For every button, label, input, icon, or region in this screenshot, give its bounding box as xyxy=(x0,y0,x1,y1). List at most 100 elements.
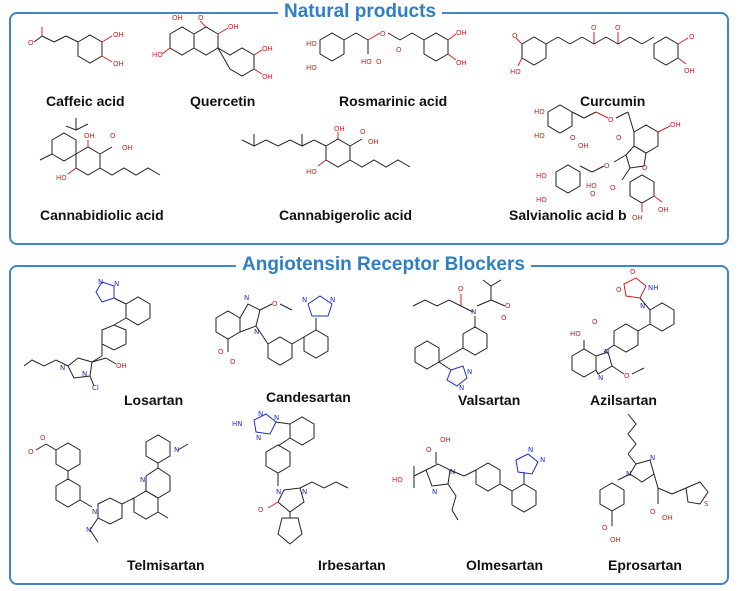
svg-text:N: N xyxy=(114,280,119,288)
svg-text:O: O xyxy=(592,318,598,326)
svg-text:O: O xyxy=(376,58,382,66)
svg-text:N: N xyxy=(432,488,437,496)
svg-text:O: O xyxy=(610,184,616,192)
svg-text:OH: OH xyxy=(456,29,467,37)
cannabigerolic-acid-structure: OH O OH HO xyxy=(241,125,411,176)
svg-text:O: O xyxy=(512,32,518,40)
svg-text:N: N xyxy=(274,414,279,422)
svg-text:O: O xyxy=(689,33,695,41)
svg-text:N: N xyxy=(528,446,533,454)
svg-text:O: O xyxy=(616,134,622,142)
svg-text:HO: HO xyxy=(536,196,547,204)
svg-text:O: O xyxy=(28,39,34,47)
svg-text:OH: OH xyxy=(662,514,673,522)
svg-text:O: O xyxy=(604,162,610,170)
quercetin-structure: OH O OH HO OH OH xyxy=(152,14,273,81)
svg-text:O: O xyxy=(396,46,402,54)
svg-text:O: O xyxy=(218,348,224,356)
quercetin-label: Quercetin xyxy=(190,93,256,109)
svg-text:OH: OH xyxy=(122,144,133,152)
salvianolic-acid-b-label: Salvianolic acid b xyxy=(509,207,627,223)
eprosartan-label: Eprosartan xyxy=(608,557,682,573)
arb-title: Angiotensin Receptor Blockers xyxy=(236,254,531,276)
svg-text:N: N xyxy=(626,470,631,478)
svg-text:OH: OH xyxy=(262,73,273,81)
svg-text:O: O xyxy=(642,164,648,172)
svg-text:HO: HO xyxy=(306,64,317,72)
svg-text:HO: HO xyxy=(586,182,597,190)
svg-text:N: N xyxy=(86,526,91,534)
cannabidiolic-acid-structure: OH O OH HO xyxy=(39,118,161,182)
svg-text:N: N xyxy=(459,384,464,392)
svg-text:HO: HO xyxy=(510,68,521,76)
svg-text:O: O xyxy=(258,506,264,514)
svg-text:OH: OH xyxy=(632,214,643,222)
svg-text:OH: OH xyxy=(368,138,379,146)
salvianolic-acid-b-structure: HO HO O OH O O OH O O O HO HO HO O OH OH xyxy=(534,104,681,222)
svg-text:OH: OH xyxy=(670,121,681,129)
svg-text:N: N xyxy=(640,302,645,310)
svg-text:O: O xyxy=(360,128,366,136)
cannabidiolic-acid-label: Cannabidiolic acid xyxy=(40,207,164,223)
svg-text:O: O xyxy=(426,446,432,454)
svg-text:O: O xyxy=(230,358,236,366)
svg-text:N: N xyxy=(604,348,609,356)
svg-text:O: O xyxy=(505,302,511,310)
svg-text:N: N xyxy=(98,278,103,286)
rosmarinic-acid-structure: HO HO O HO O O OH OH xyxy=(306,29,467,72)
svg-text:N: N xyxy=(330,296,335,304)
svg-text:OH: OH xyxy=(610,536,621,544)
svg-text:O: O xyxy=(630,268,636,276)
svg-text:O: O xyxy=(28,448,34,456)
azilsartan-label: Azilsartan xyxy=(590,392,657,408)
svg-text:HO: HO xyxy=(361,58,372,66)
curcumin-label: Curcumin xyxy=(580,93,646,109)
svg-text:OH: OH xyxy=(84,132,95,140)
svg-text:HO: HO xyxy=(534,108,545,116)
svg-text:N: N xyxy=(302,488,307,496)
svg-text:HO: HO xyxy=(56,174,67,182)
svg-text:OH: OH xyxy=(684,67,695,75)
candesartan-structure: N O N O O N N xyxy=(215,294,335,366)
irbesartan-structure: HN N N N N N O xyxy=(232,410,349,545)
svg-text:O: O xyxy=(40,434,46,442)
svg-text:N: N xyxy=(60,364,65,372)
svg-text:O: O xyxy=(650,508,656,516)
svg-text:HO: HO xyxy=(306,40,317,48)
svg-text:N: N xyxy=(450,468,455,476)
svg-text:N: N xyxy=(174,446,179,454)
svg-text:OH: OH xyxy=(456,59,467,67)
svg-text:N: N xyxy=(254,328,259,336)
svg-text:O: O xyxy=(501,314,507,322)
svg-text:O: O xyxy=(570,134,576,142)
losartan-structure: N N N N Cl OH xyxy=(23,278,151,392)
svg-text:N: N xyxy=(82,370,87,378)
svg-text:O: O xyxy=(616,286,622,294)
svg-text:N: N xyxy=(540,456,545,464)
svg-text:O: O xyxy=(590,190,596,198)
svg-text:HO: HO xyxy=(392,476,403,484)
svg-text:N: N xyxy=(598,374,603,382)
svg-text:OH: OH xyxy=(262,45,273,53)
svg-text:O: O xyxy=(591,24,597,32)
svg-text:O: O xyxy=(615,24,621,32)
svg-text:OH: OH xyxy=(658,206,669,214)
svg-text:HN: HN xyxy=(232,420,243,428)
svg-text:HO: HO xyxy=(536,172,547,180)
rosmarinic-acid-label: Rosmarinic acid xyxy=(339,93,448,109)
olmesartan-label: Olmesartan xyxy=(466,557,544,573)
svg-text:N: N xyxy=(256,434,261,442)
valsartan-structure: O N O O N N xyxy=(412,279,511,392)
svg-text:N: N xyxy=(276,488,281,496)
svg-text:NH: NH xyxy=(648,284,659,292)
svg-text:HO: HO xyxy=(152,51,163,59)
azilsartan-structure: O O NH N HO O N N O xyxy=(570,268,675,382)
svg-text:O: O xyxy=(198,14,204,22)
telmisartan-structure: O O N N N N xyxy=(28,434,189,543)
svg-text:N: N xyxy=(258,410,263,418)
svg-text:O: O xyxy=(602,524,608,532)
svg-text:OH: OH xyxy=(172,14,183,22)
svg-text:OH: OH xyxy=(578,142,589,150)
svg-text:OH: OH xyxy=(113,60,124,68)
caffeic-acid-label: Caffeic acid xyxy=(46,93,125,109)
